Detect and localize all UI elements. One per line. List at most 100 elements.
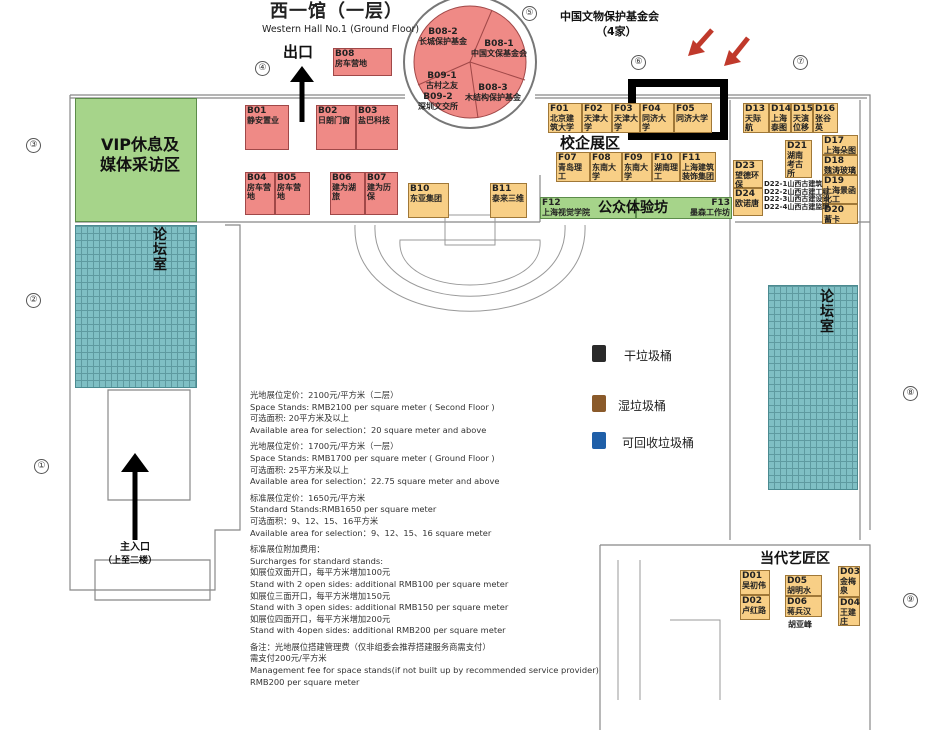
axis-marker-3: ③ — [26, 138, 41, 153]
booth-exhibitor: 上海视觉学院 — [542, 208, 590, 217]
booth-exhibitor: 深圳文交所 — [418, 102, 458, 111]
d06-extra-name: 胡亚峰 — [788, 620, 812, 629]
d22-2-label: D22-2山西古建工程 — [764, 187, 830, 196]
hall-subtitle: Western Hall No.1 (Ground Floor) — [262, 24, 420, 35]
booth-exhibitor: 吴初伟 — [742, 581, 766, 590]
booth-exhibitor: 上海泰图 — [771, 114, 787, 132]
booth-id: B02 — [318, 106, 338, 116]
axis-marker-2: ② — [26, 293, 41, 308]
booth-id: B03 — [358, 106, 378, 116]
booth-exhibitor: 青岛理工 — [558, 163, 582, 181]
note-block-space-2f: 光地展位定价：2100元/平方米（二层）Space Stands: RMB210… — [250, 390, 495, 435]
booth-exhibitor: 静安置业 — [247, 116, 279, 125]
axis-marker-1: ① — [34, 459, 49, 474]
booth-id: D19 — [824, 176, 844, 186]
booth-exhibitor: 王建庄 — [840, 608, 856, 626]
booth-exhibitor: 天津大学 — [584, 114, 608, 132]
d22-1-label: D22-1山西古建筑 — [764, 180, 823, 188]
booth-id: F01 — [550, 104, 569, 114]
wet-trash-bin-icon — [592, 395, 606, 412]
booth-id: D02 — [742, 596, 762, 606]
booth-id: F07 — [558, 153, 577, 163]
booth-id: B10 — [410, 184, 430, 194]
axis-marker-8: ⑧ — [903, 386, 918, 401]
legend-dry-label: 干垃圾桶 — [624, 349, 673, 363]
booth-exhibitor: 墨森工作坊 — [690, 208, 730, 217]
booth-id: B11 — [492, 184, 512, 194]
d22-booth-list[interactable]: D22-1山西古建筑 D22-2山西古建工程 D22-3山西古建设计 D22-4… — [764, 180, 830, 211]
axis-marker-9: ⑨ — [903, 593, 918, 608]
forum-right-label: 论坛室 — [820, 289, 834, 335]
booth-id: D21 — [787, 141, 807, 151]
axis-marker-4: ④ — [255, 61, 270, 76]
hall-title: 西一馆（一层） — [270, 1, 403, 22]
pricing-notes: 光地展位定价：2100元/平方米（二层）Space Stands: RMB210… — [250, 390, 599, 693]
booth-id: F10 — [654, 153, 673, 163]
booth-id: F12 — [542, 198, 561, 208]
booth-id: F04 — [642, 104, 661, 114]
booth-exhibitor: 天际航 — [745, 114, 761, 132]
booth-id: B09-1 — [427, 71, 457, 81]
entrance-arrow — [121, 453, 149, 540]
legend-wet-label: 湿垃圾桶 — [618, 399, 667, 413]
booth-exhibitor: 东亚集团 — [410, 194, 442, 203]
booth-exhibitor: 日朗门窗 — [318, 116, 350, 125]
booth-exhibitor: 蒋兵汉 — [787, 607, 811, 616]
school-zone-label: 校企展区 — [560, 134, 621, 152]
forum-room-right — [768, 285, 858, 490]
booth-exhibitor: 建为湖旅 — [332, 183, 356, 201]
booth-id: D15 — [793, 104, 813, 114]
booth-exhibitor: 望德环保 — [735, 171, 759, 189]
booth-id: B06 — [332, 173, 352, 183]
booth-id: D04 — [840, 598, 860, 608]
booth-exhibitor: 泰来三维 — [492, 194, 524, 203]
axis-marker-5: ⑤ — [522, 6, 537, 21]
booth-id: F05 — [676, 104, 695, 114]
axis-marker-7: ⑦ — [793, 55, 808, 70]
